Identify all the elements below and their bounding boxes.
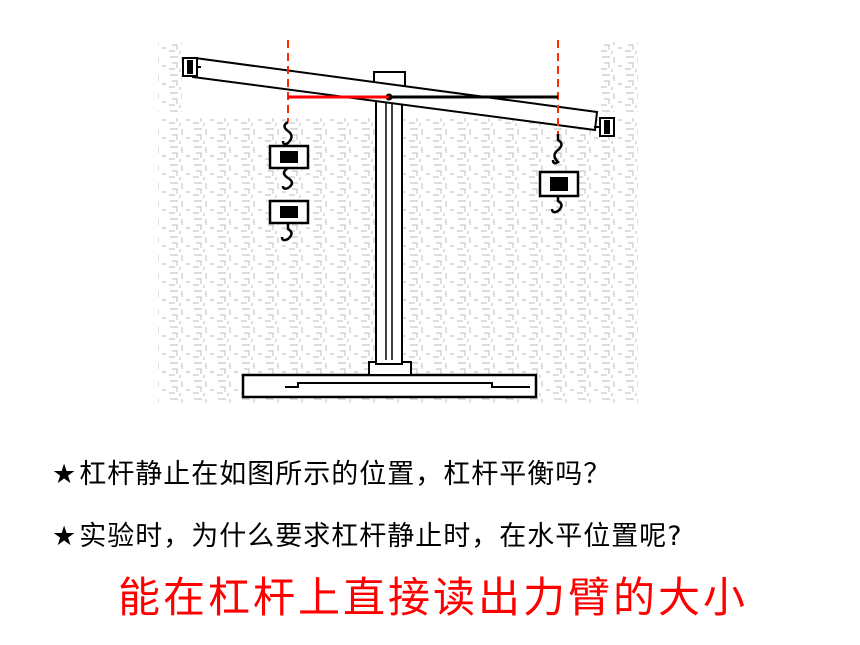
base-plate [241,361,538,399]
hook-weight-right-icon [538,134,580,214]
question-horizontal: ★实验时，为什么要求杠杆静止时，在水平位置呢? [52,514,683,553]
question-balance-text: 杠杆静止在如图所示的位置，杠杆平衡吗？ [79,459,612,490]
end-knob-right-icon [594,117,615,137]
stand-pillar [373,71,406,365]
end-knob-left-icon [182,57,201,77]
question-balance: ★杠杆静止在如图所示的位置，杠杆平衡吗？ [52,452,611,491]
answer-text: 能在杠杆上直接读出力臂的大小 [118,573,749,622]
question-horizontal-text: 实验时，为什么要求杠杆静止时，在水平位置呢? [79,521,683,552]
hook-weight-left-icon [268,120,310,242]
lever-diagram [158,40,638,403]
star-icon: ★ [52,521,78,552]
star-icon: ★ [52,459,78,490]
